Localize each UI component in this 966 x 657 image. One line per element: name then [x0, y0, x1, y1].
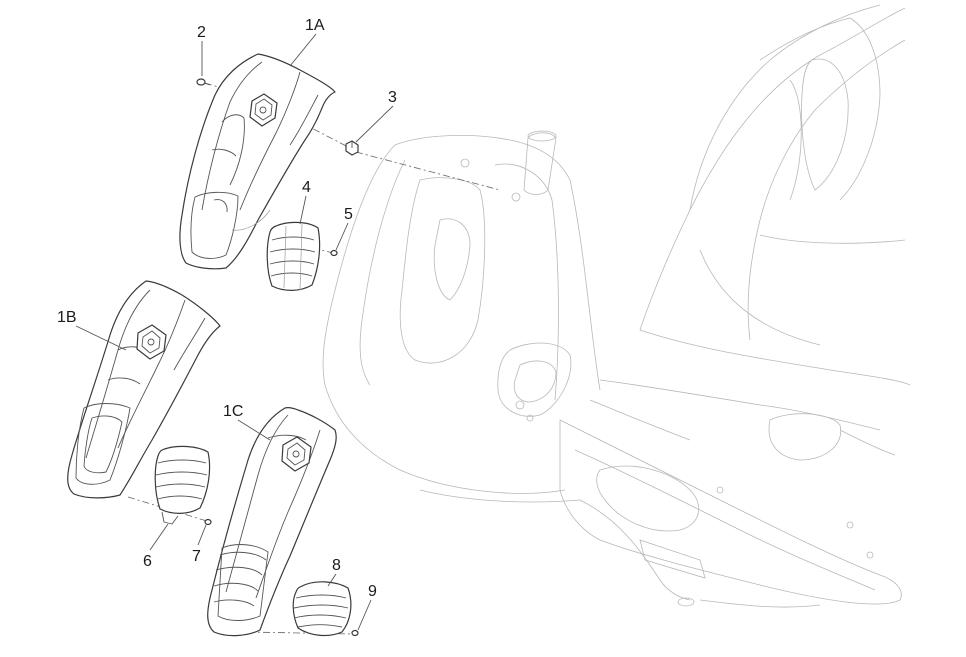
label-7: 7	[192, 548, 201, 565]
label-8: 8	[332, 557, 341, 574]
label-1b: 1B	[57, 309, 77, 326]
label-1c: 1C	[223, 403, 243, 420]
label-6: 6	[143, 553, 152, 570]
part-1b-cover	[67, 280, 221, 499]
nut-3	[345, 140, 359, 156]
part-1c-cover	[207, 407, 337, 637]
label-2: 2	[197, 24, 206, 41]
label-3: 3	[388, 89, 397, 106]
scooter-body	[322, 4, 911, 608]
part-1a-cover	[179, 53, 336, 270]
leader-lines	[75, 33, 394, 631]
part-4-vent-grille	[266, 221, 321, 291]
label-1a: 1A	[305, 17, 325, 34]
label-4: 4	[302, 179, 311, 196]
label-9: 9	[368, 583, 377, 600]
part-8-vent-grille	[292, 581, 352, 637]
part-6-vent-grille	[154, 445, 211, 525]
label-5: 5	[344, 206, 353, 223]
screw-5	[330, 249, 338, 257]
screw-7	[204, 518, 212, 526]
part-labels: 2 1A 3 4 5 1B 1C 6 7 8 9	[57, 17, 397, 600]
screw-9	[351, 629, 359, 637]
screw-2	[196, 78, 211, 86]
